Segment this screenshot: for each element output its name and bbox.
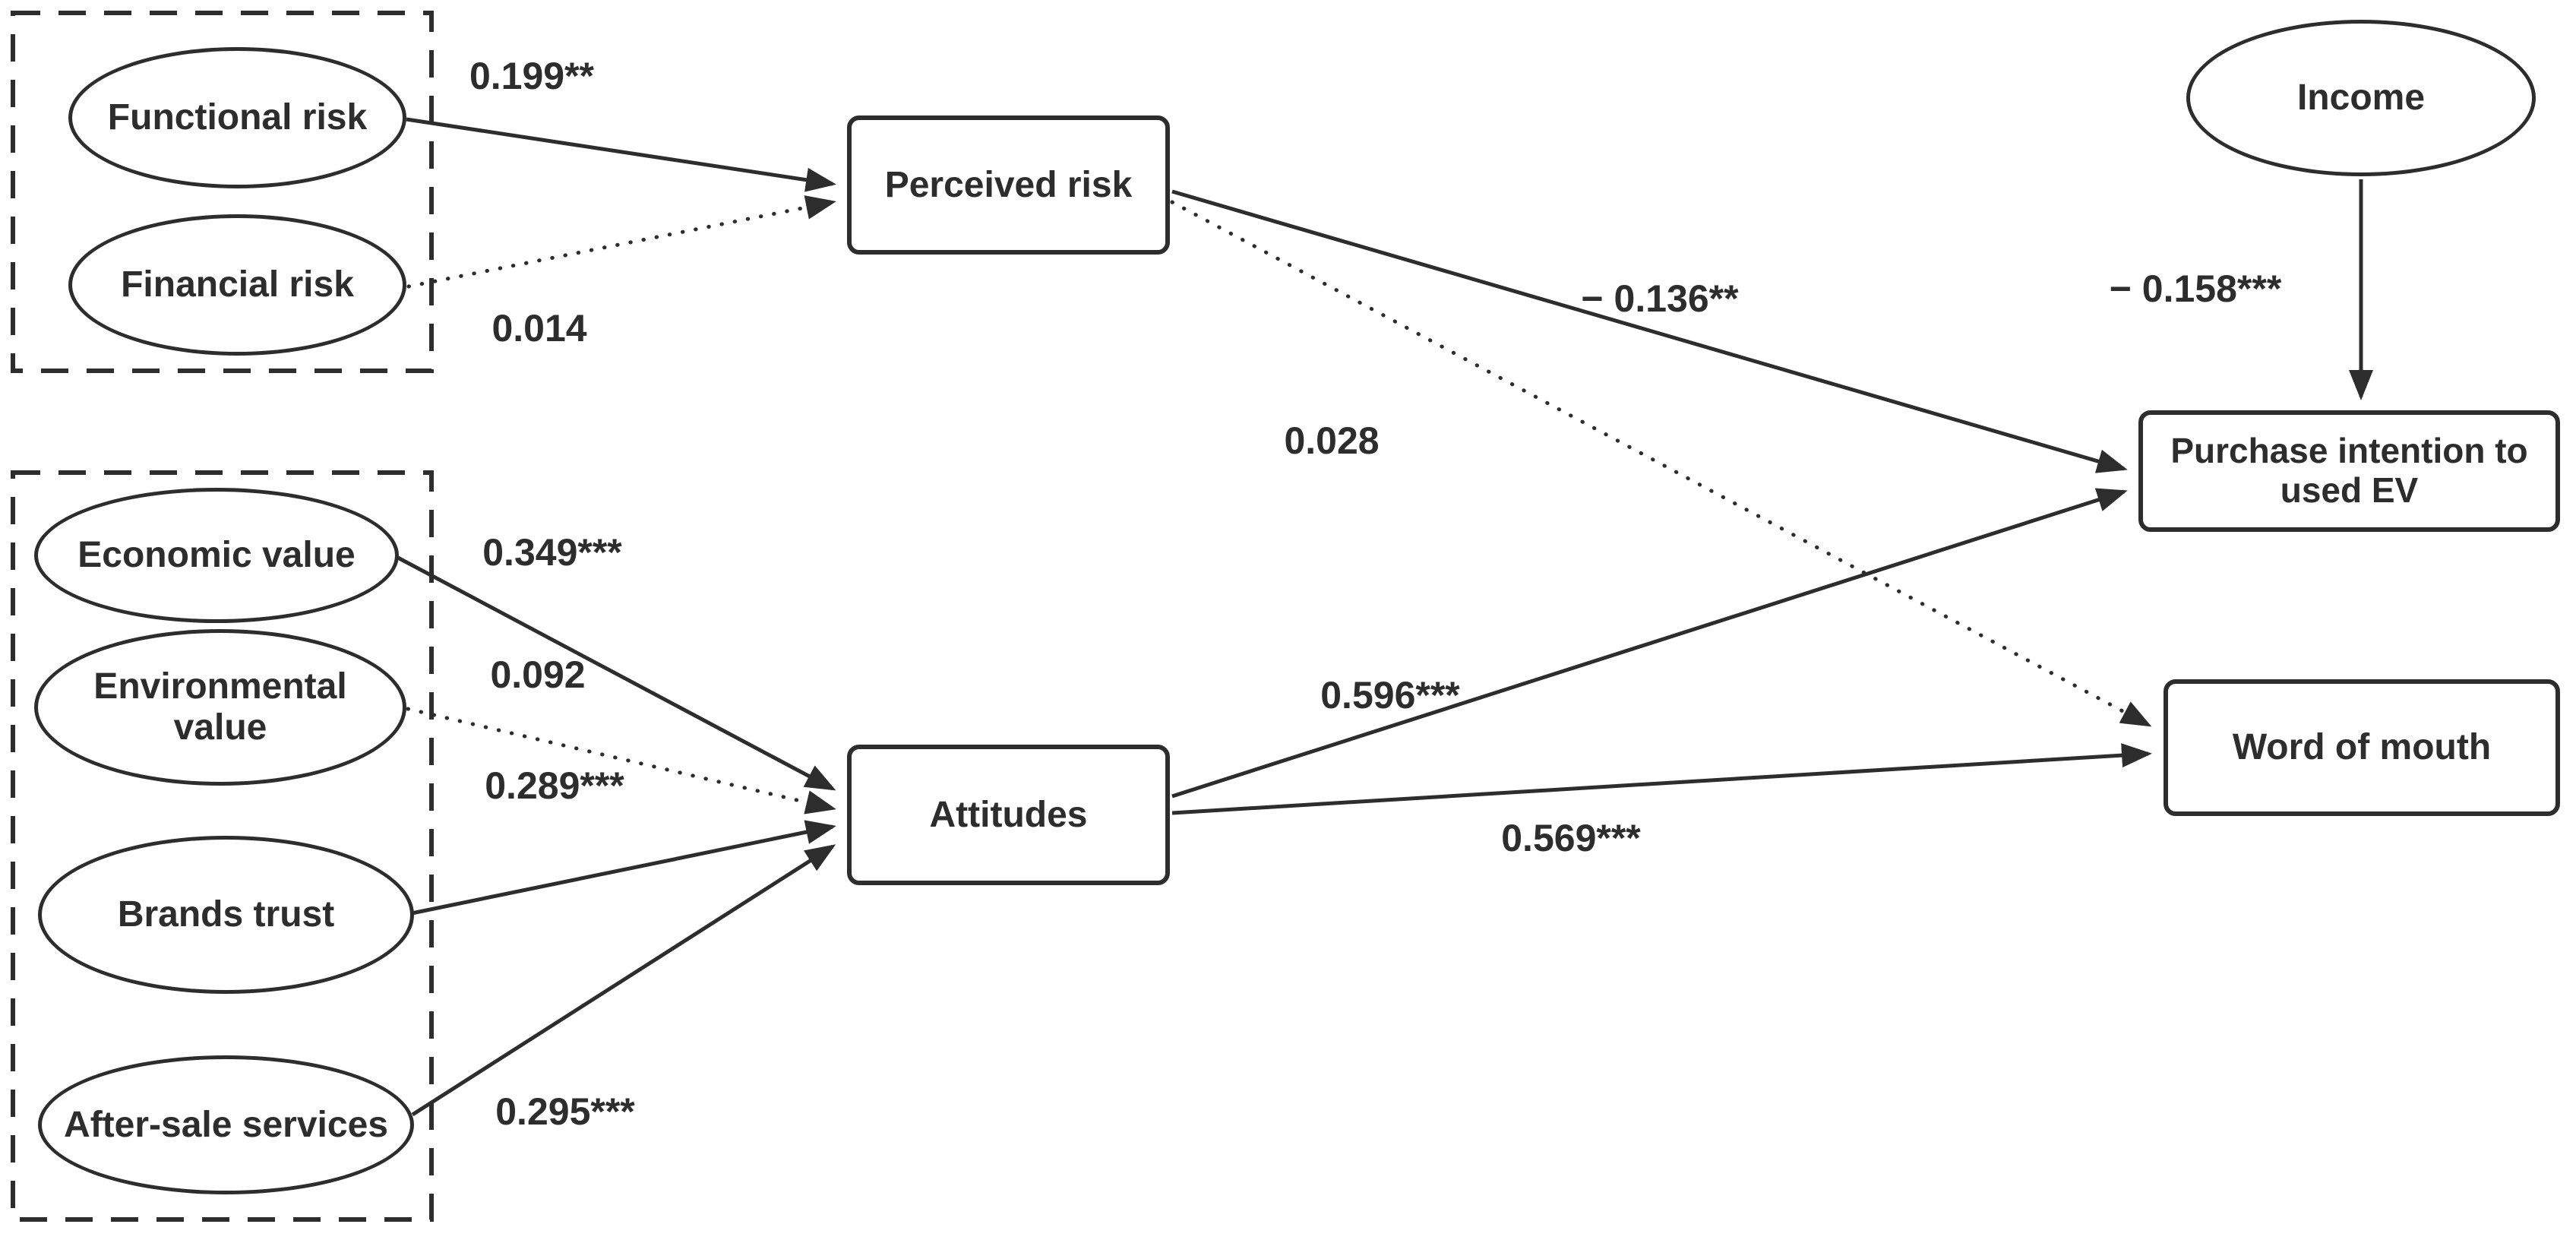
edge-perceived-risk-to-word-of-mouth (1170, 200, 2152, 727)
edge-attitudes-to-purchase-intention (1171, 488, 2128, 799)
node-economic-value: Economic value (34, 488, 399, 623)
node-brands-trust: Brands trust (38, 836, 414, 994)
coefficient-attitudes-to-purchase-intention: 0.596*** (1320, 674, 1460, 716)
risk-group-box (11, 11, 434, 373)
edge-functional-risk-to-perceived-risk (406, 117, 836, 192)
node-after-sale-services: After-sale services (38, 1055, 414, 1194)
coefficient-attitudes-to-word-of-mouth: 0.569*** (1501, 817, 1641, 859)
coefficient-perceived-risk-to-word-of-mouth: 0.028 (1284, 419, 1380, 462)
coefficient-functional-risk-to-perceived-risk: 0.199** (469, 55, 595, 97)
edge-attitudes-to-word-of-mouth (1171, 743, 2152, 815)
edge-perceived-risk-to-purchase-intention (1171, 189, 2128, 473)
node-attitudes: Attitudes (847, 745, 1170, 885)
coefficient-perceived-risk-to-purchase-intention: − 0.136** (1581, 277, 1739, 320)
edge-after-sale-services-to-attitudes (411, 844, 836, 1117)
coefficient-financial-risk-to-perceived-risk: 0.014 (491, 307, 587, 350)
node-word-of-mouth: Word of mouth (2164, 679, 2560, 816)
edge-financial-risk-to-perceived-risk (406, 195, 836, 289)
node-income: Income (2186, 20, 2536, 176)
node-perceived-risk: Perceived risk (847, 115, 1170, 255)
edge-economic-value-to-attitudes (395, 555, 836, 791)
coefficient-environmental-value-to-attitudes: 0.092 (490, 653, 586, 696)
node-financial-risk: Financial risk (68, 214, 406, 356)
coefficient-economic-value-to-attitudes: 0.349*** (482, 531, 622, 574)
value-group-box (11, 470, 434, 1222)
coefficient-after-sale-services-to-attitudes: 0.295*** (495, 1090, 635, 1133)
node-functional-risk: Functional risk (68, 47, 406, 188)
coefficient-income-to-purchase-intention: − 0.158*** (2109, 267, 2282, 310)
node-purchase-intention: Purchase intention to used EV (2138, 410, 2560, 532)
coefficient-brands-trust-to-attitudes: 0.289*** (485, 764, 624, 807)
node-environmental-value: Environmental value (34, 629, 406, 786)
edge-brands-trust-to-attitudes (411, 820, 836, 916)
